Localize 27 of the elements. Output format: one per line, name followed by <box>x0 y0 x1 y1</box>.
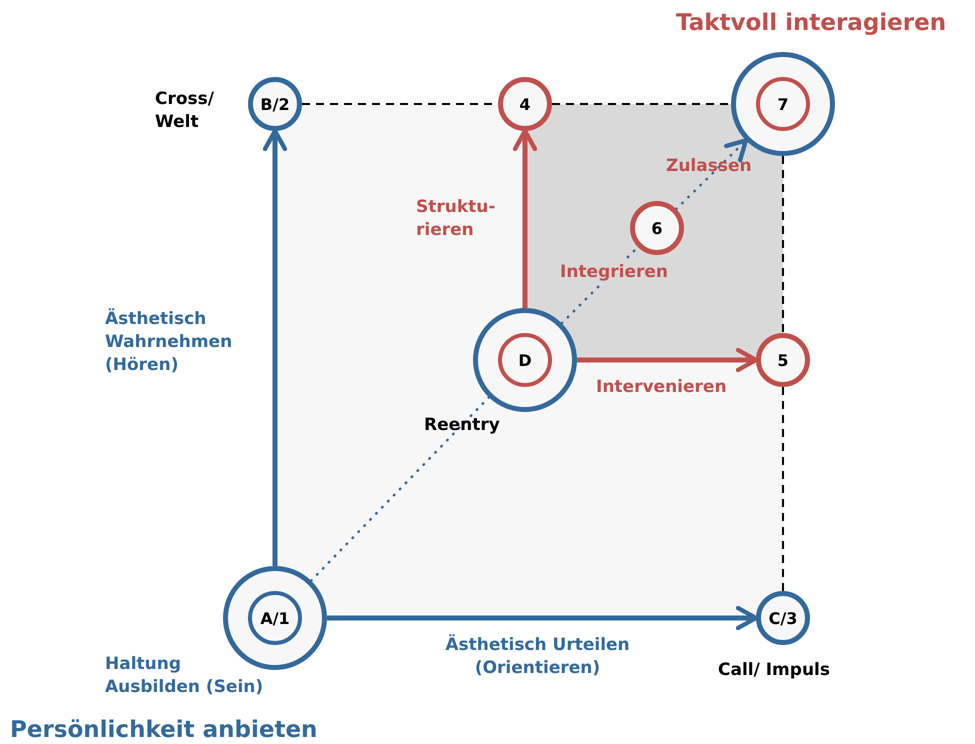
arrow <box>675 138 748 210</box>
edge-label: Ästhetisch Wahrnehmen (Hören) <box>105 308 234 377</box>
edge-label: Zulassen <box>666 155 753 178</box>
arrow <box>262 128 288 566</box>
edge-label: Struktu- rieren <box>416 196 496 242</box>
node-caption: Cross/ Welt <box>155 88 215 134</box>
arrow <box>577 348 758 372</box>
node-number: B/2 <box>248 77 302 131</box>
heading: Taktvoll interagieren <box>676 9 948 38</box>
connector-line <box>782 387 784 591</box>
node-caption: Reentry <box>424 414 501 437</box>
heading: Persönlichkeit anbieten <box>10 716 318 744</box>
arrow <box>512 128 538 308</box>
connector-line <box>782 156 784 333</box>
node-caption: Call/ Impuls <box>718 659 831 682</box>
connector-line <box>552 103 731 105</box>
connector-line <box>310 396 490 582</box>
edge-label: Intervenieren <box>596 376 728 399</box>
inner-ring: 7 <box>756 77 810 131</box>
inner-ring: A/1 <box>248 591 302 645</box>
inner-ring: D <box>498 333 552 387</box>
node-caption: Haltung Ausbilden (Sein) <box>105 653 264 699</box>
arrow <box>327 606 758 630</box>
node-number: 5 <box>756 333 810 387</box>
node-number: 4 <box>498 77 552 131</box>
node-number: C/3 <box>756 591 810 645</box>
edge-label: Ästhetisch Urteilen (Orientieren) <box>444 634 631 680</box>
